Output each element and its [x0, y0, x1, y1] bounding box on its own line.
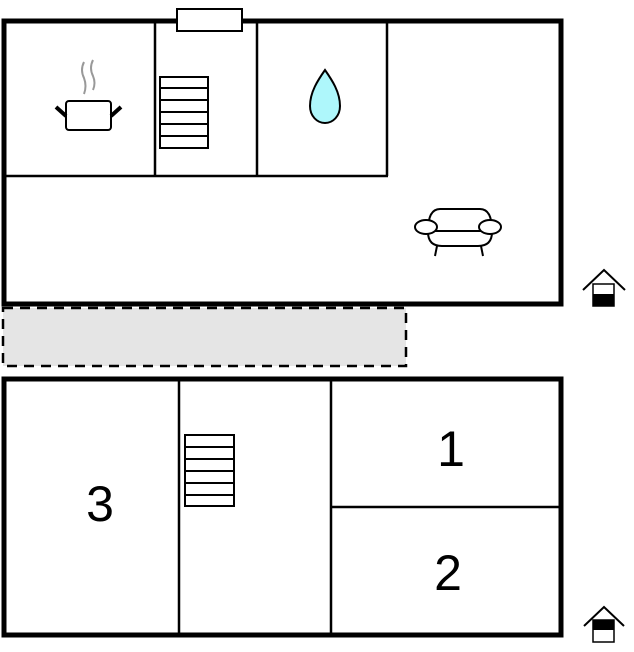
- window: [176, 8, 243, 32]
- water-drop-icon: [308, 68, 342, 125]
- room-label-2: 2: [434, 545, 462, 601]
- staircase-icon: [159, 76, 209, 149]
- terrace: [1, 306, 408, 368]
- sofa-icon: [414, 208, 502, 257]
- upper-floor-outer-wall: [1, 18, 564, 307]
- room-label-1: 1: [437, 421, 465, 477]
- upper-floor: [1, 8, 626, 307]
- cooking-pot-icon: [54, 59, 123, 131]
- lower-floor: 3 1 2: [1, 376, 625, 643]
- room-label-3: 3: [86, 476, 114, 532]
- staircase-icon: [184, 434, 235, 507]
- upper-floor-house-icon: [582, 268, 626, 307]
- lower-floor-house-icon: [583, 605, 625, 643]
